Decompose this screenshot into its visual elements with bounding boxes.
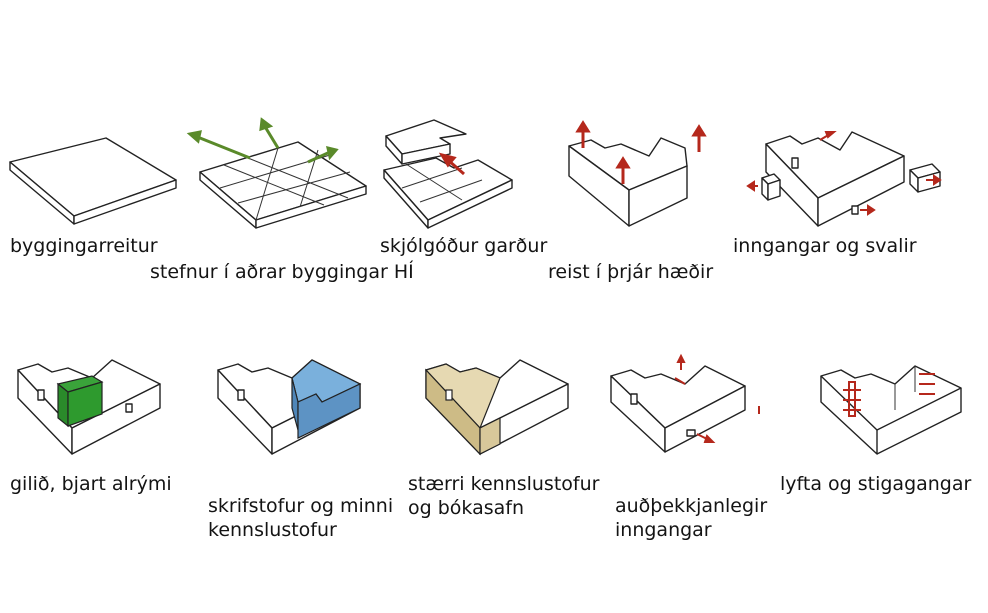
diagram-courtyard: [380, 108, 550, 229]
diagram-site-slab: [9, 120, 180, 230]
diagram-directions: [186, 117, 370, 230]
label-step-2: stefnur í aðrar byggingar HÍ: [150, 261, 414, 283]
diagram-three-floors: [565, 118, 715, 233]
label-step-4: reist í þrjár hæðir: [548, 261, 714, 283]
diagram-entrances-balconies: [746, 120, 948, 232]
label-step-1: byggingarreitur: [10, 235, 158, 257]
diagram-offices-blue: [212, 348, 372, 458]
diagram-lifts-stairs: [815, 354, 975, 464]
label-step-6: gilið, bjart alrými: [10, 473, 172, 495]
diagram-entrances: [605, 353, 765, 464]
label-step-10: lyfta og stigagangar: [780, 473, 972, 495]
diagram-classrooms-tan: [420, 348, 580, 458]
label-step-3: skjólgóður garður: [380, 235, 548, 257]
diagram-atrium-green: [12, 348, 182, 458]
label-step-5: inngangar og svalir: [733, 235, 917, 257]
